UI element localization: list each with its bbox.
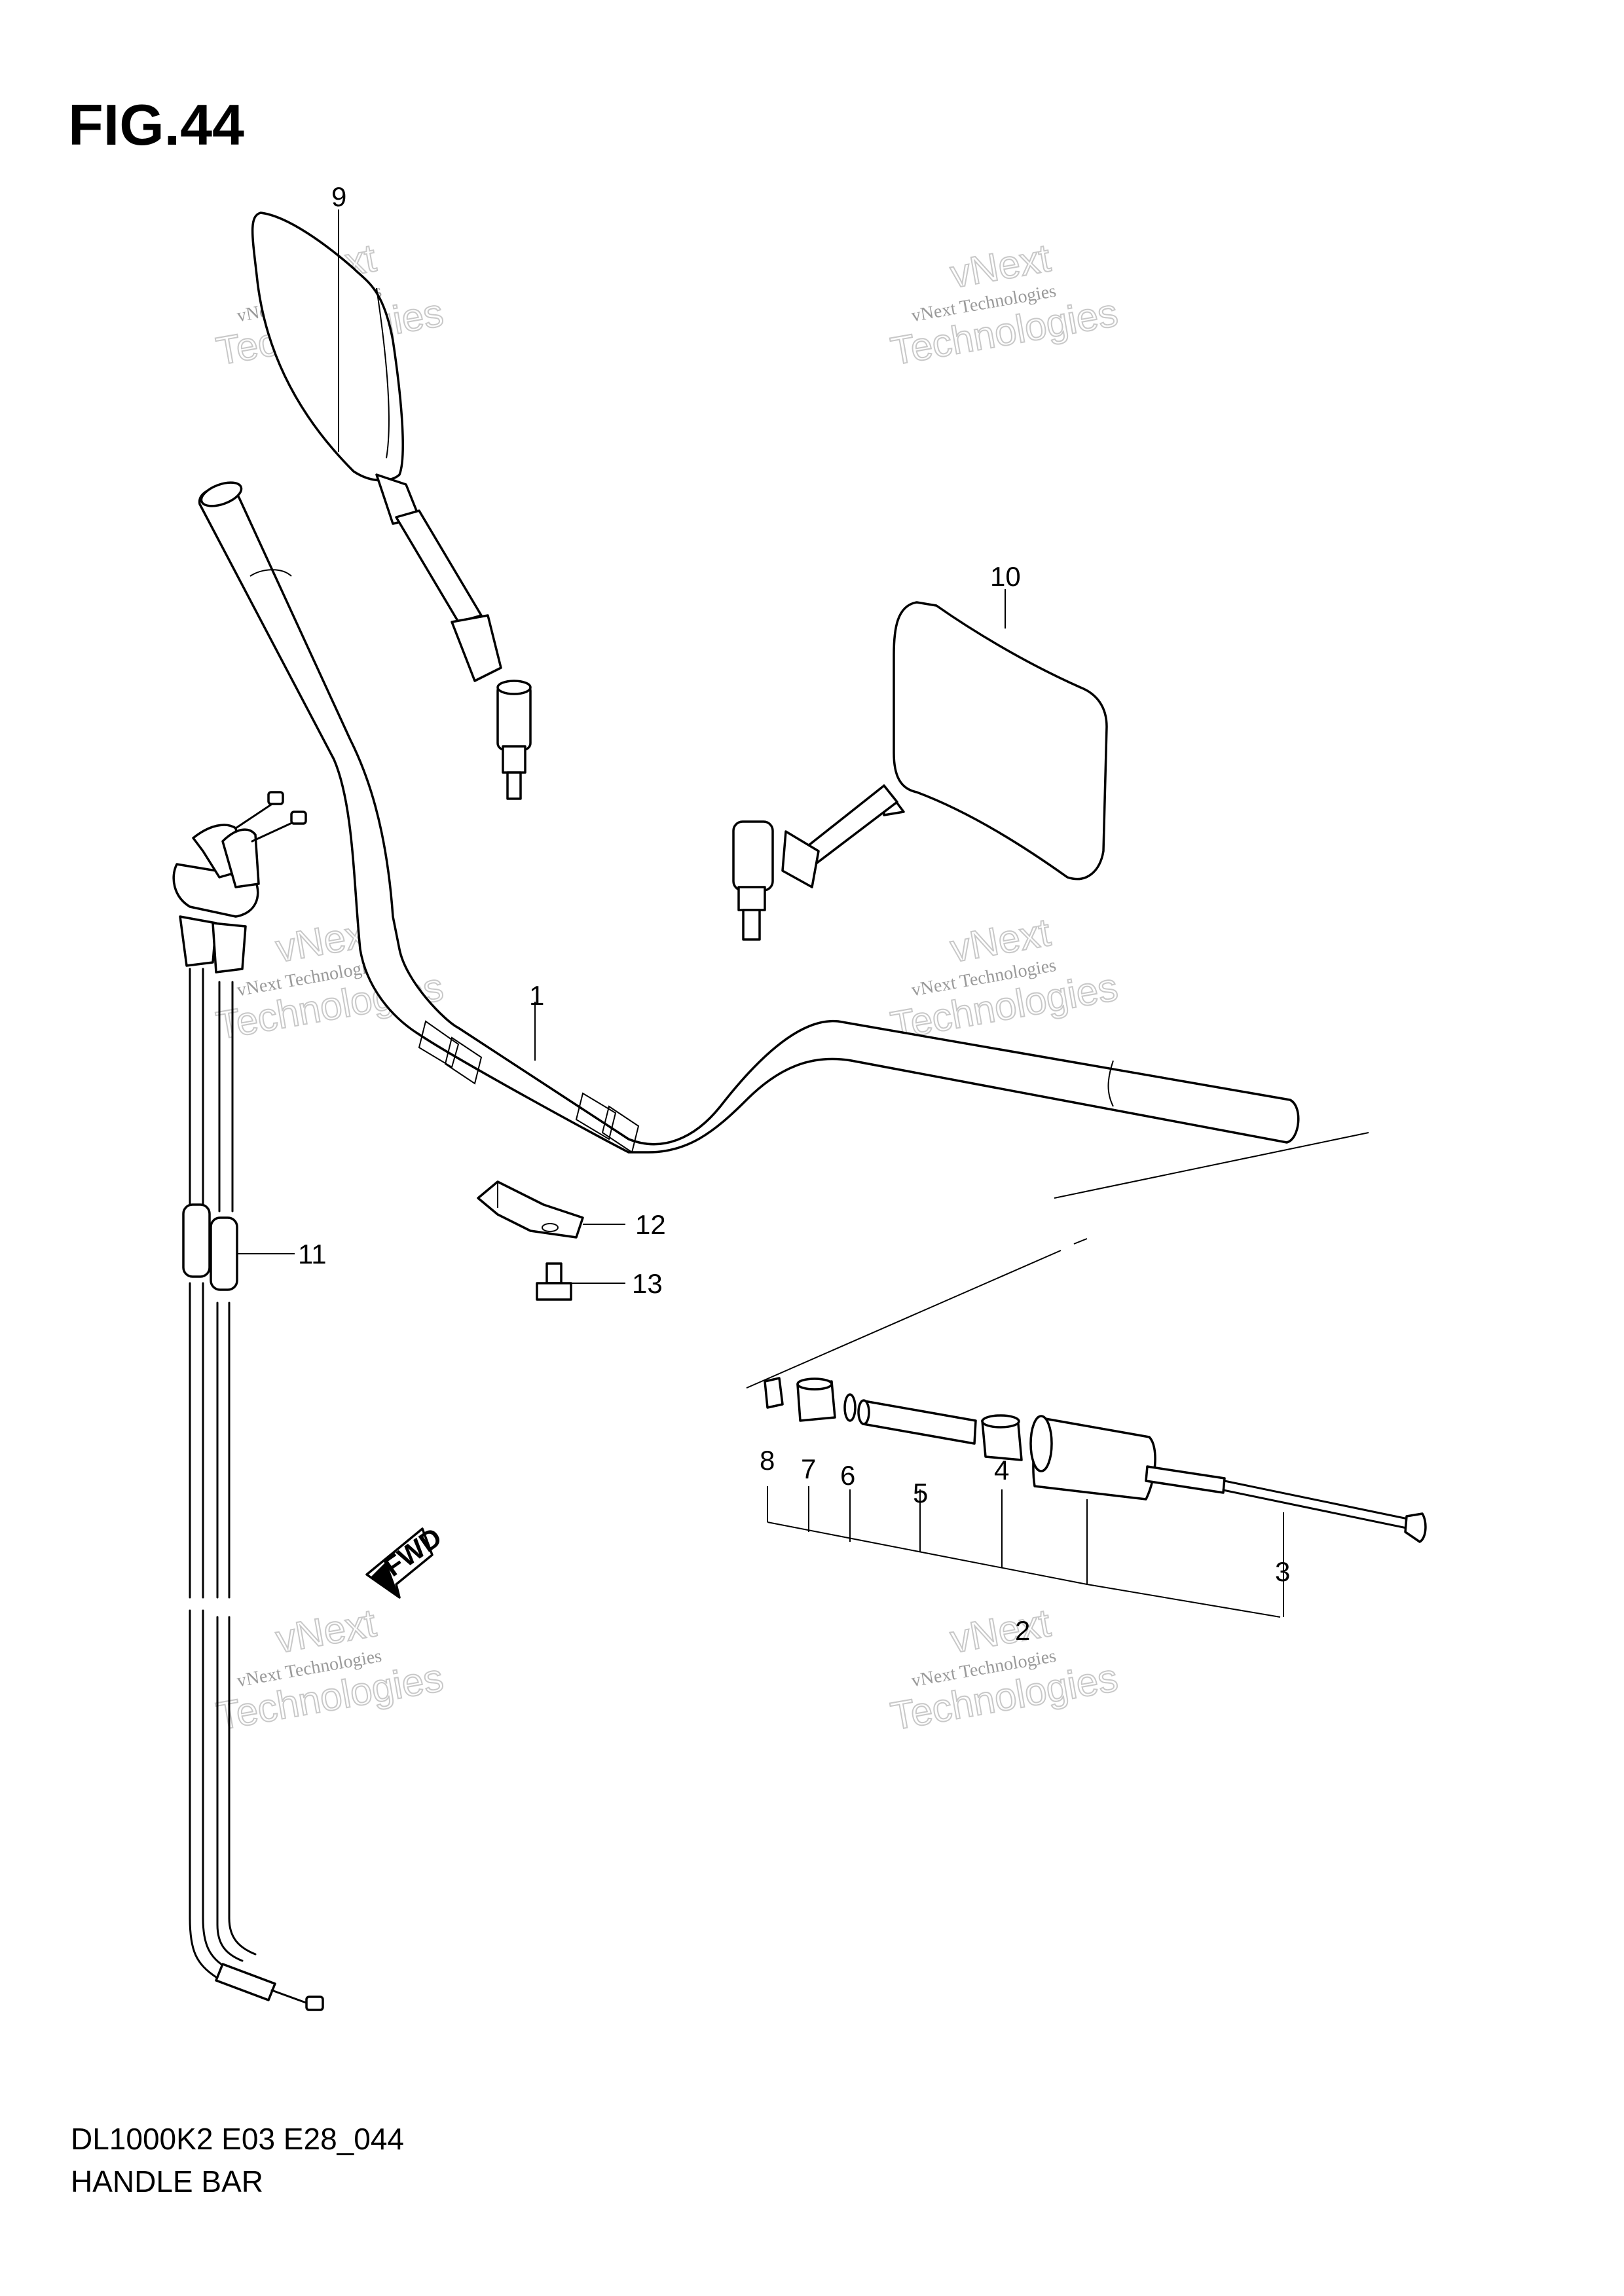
mirror-right[interactable] xyxy=(732,601,1108,941)
bar-end-assembly[interactable] xyxy=(746,1132,1427,1618)
clamp-bracket[interactable] xyxy=(477,1180,584,1239)
callout-8[interactable]: 8 xyxy=(760,1445,775,1476)
section-name: HANDLE BAR xyxy=(71,2164,263,2198)
callout-1[interactable]: 1 xyxy=(529,980,544,1011)
throttle-cables[interactable] xyxy=(172,791,324,2011)
callout-9[interactable]: 9 xyxy=(331,181,346,212)
callout-3[interactable]: 3 xyxy=(1275,1556,1290,1587)
callout-13[interactable]: 13 xyxy=(632,1268,663,1299)
mirror-left[interactable] xyxy=(251,211,532,800)
callout-5[interactable]: 5 xyxy=(913,1478,928,1508)
callout-11[interactable]: 11 xyxy=(298,1239,327,1269)
callout-7[interactable]: 7 xyxy=(801,1453,816,1484)
callout-12[interactable]: 12 xyxy=(635,1209,666,1240)
forward-arrow-icon: FWD xyxy=(365,1522,447,1599)
callout-10[interactable]: 10 xyxy=(990,561,1021,592)
bolt[interactable] xyxy=(536,1262,572,1301)
model-code: DL1000K2 E03 E28_044 xyxy=(71,2122,404,2156)
figure-title: FIG.44 xyxy=(68,92,244,157)
callout-2[interactable]: 2 xyxy=(1015,1615,1030,1646)
callout-6[interactable]: 6 xyxy=(840,1460,855,1491)
handle-bar[interactable] xyxy=(198,478,1300,1154)
callout-4[interactable]: 4 xyxy=(994,1455,1009,1485)
